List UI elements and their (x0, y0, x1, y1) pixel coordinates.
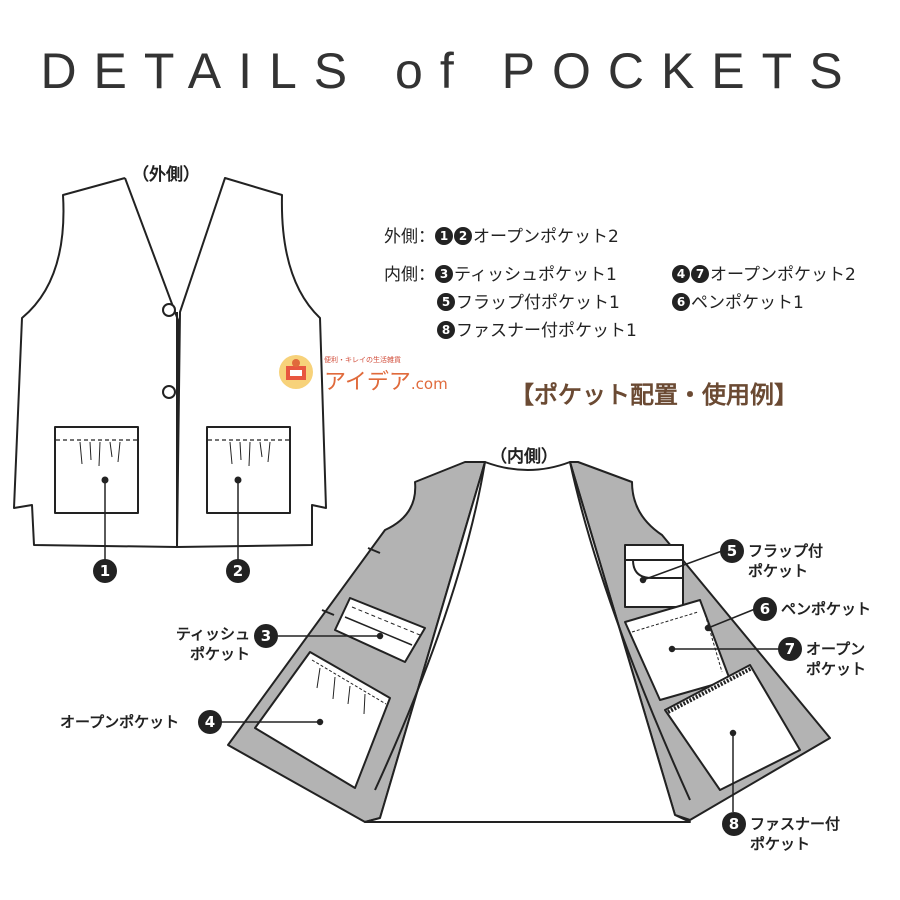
callout-open-right: オープン ポケット (806, 639, 866, 679)
inner-vest (220, 461, 831, 823)
badge-3: 3 (435, 265, 453, 283)
pocket-8-zipper (664, 664, 801, 791)
logo-suffix: .com (410, 375, 448, 393)
outer-button-bottom (162, 385, 176, 399)
legend-open-inside: オープンポケット2 (710, 265, 856, 285)
callout-flap-line-2: ポケット (748, 562, 809, 580)
badge-1: 1 (435, 227, 453, 245)
marker-3: 3 (254, 624, 278, 648)
callout-open-right-line-1: オープン (806, 640, 866, 658)
outer-pocket-1 (54, 426, 139, 514)
logo-icon (279, 355, 313, 389)
usage-title: 【ポケット配置・使用例】 (510, 381, 798, 409)
legend-tissue: ティッシュポケット1 (454, 265, 617, 285)
aidea-logo: 便利・キレイの生活雑貨 アイデア.com (276, 352, 448, 395)
label-inside: （内側） (490, 447, 558, 467)
callout-flap-line-1: フラップ付 (748, 542, 824, 560)
outer-pocket-2 (206, 426, 291, 514)
callout-zipper-line-2: ポケット (750, 835, 811, 853)
marker-8: 8 (722, 812, 746, 836)
legend-outside-item: オープンポケット2 (473, 227, 619, 247)
badge-2: 2 (454, 227, 472, 245)
page-title: DETAILS of POCKETS (40, 43, 860, 99)
marker-1: 1 (93, 559, 117, 583)
outer-button-top (162, 303, 176, 317)
badge-6: 6 (672, 293, 690, 311)
legend-flap: フラップ付ポケット1 (456, 293, 620, 313)
callout-open-right-line-2: ポケット (806, 660, 867, 678)
pocket-3-tissue (334, 597, 426, 663)
callout-tissue-line-1: ティッシュ (175, 625, 250, 643)
callout-zipper: ファスナー付 ポケット (750, 814, 840, 854)
legend-outside-prefix: 外側： (384, 227, 435, 247)
marker-7: 7 (778, 637, 802, 661)
badge-8: 8 (437, 321, 455, 339)
callout-flap: フラップ付 ポケット (748, 541, 823, 581)
logo-name: アイデア.com (324, 364, 448, 396)
legend-pen: ペンポケット1 (691, 293, 804, 313)
logo-name-text: アイデア (324, 370, 411, 395)
outer-vest (13, 177, 327, 560)
inner-back (364, 461, 691, 823)
marker-2: 2 (226, 559, 250, 583)
badge-4: 4 (672, 265, 690, 283)
marker-6: 6 (753, 597, 777, 621)
callout-zipper-line-1: ファスナー付 (750, 815, 841, 833)
callout-tissue-line-2: ポケット (189, 645, 250, 663)
badge-5: 5 (437, 293, 455, 311)
legend-inside-prefix: 内側： (384, 265, 435, 285)
callout-tissue: ティッシュ ポケット (160, 624, 250, 664)
label-outside: （外側） (132, 165, 200, 185)
marker-4: 4 (198, 710, 222, 734)
callout-open-left: オープンポケット (60, 713, 180, 731)
callout-pen: ペンポケット (781, 600, 872, 618)
badge-7: 7 (691, 265, 709, 283)
legend-zipper: ファスナー付ポケット1 (456, 321, 637, 341)
logo-tagline: 便利・キレイの生活雑貨 (324, 356, 401, 364)
marker-5: 5 (720, 539, 744, 563)
